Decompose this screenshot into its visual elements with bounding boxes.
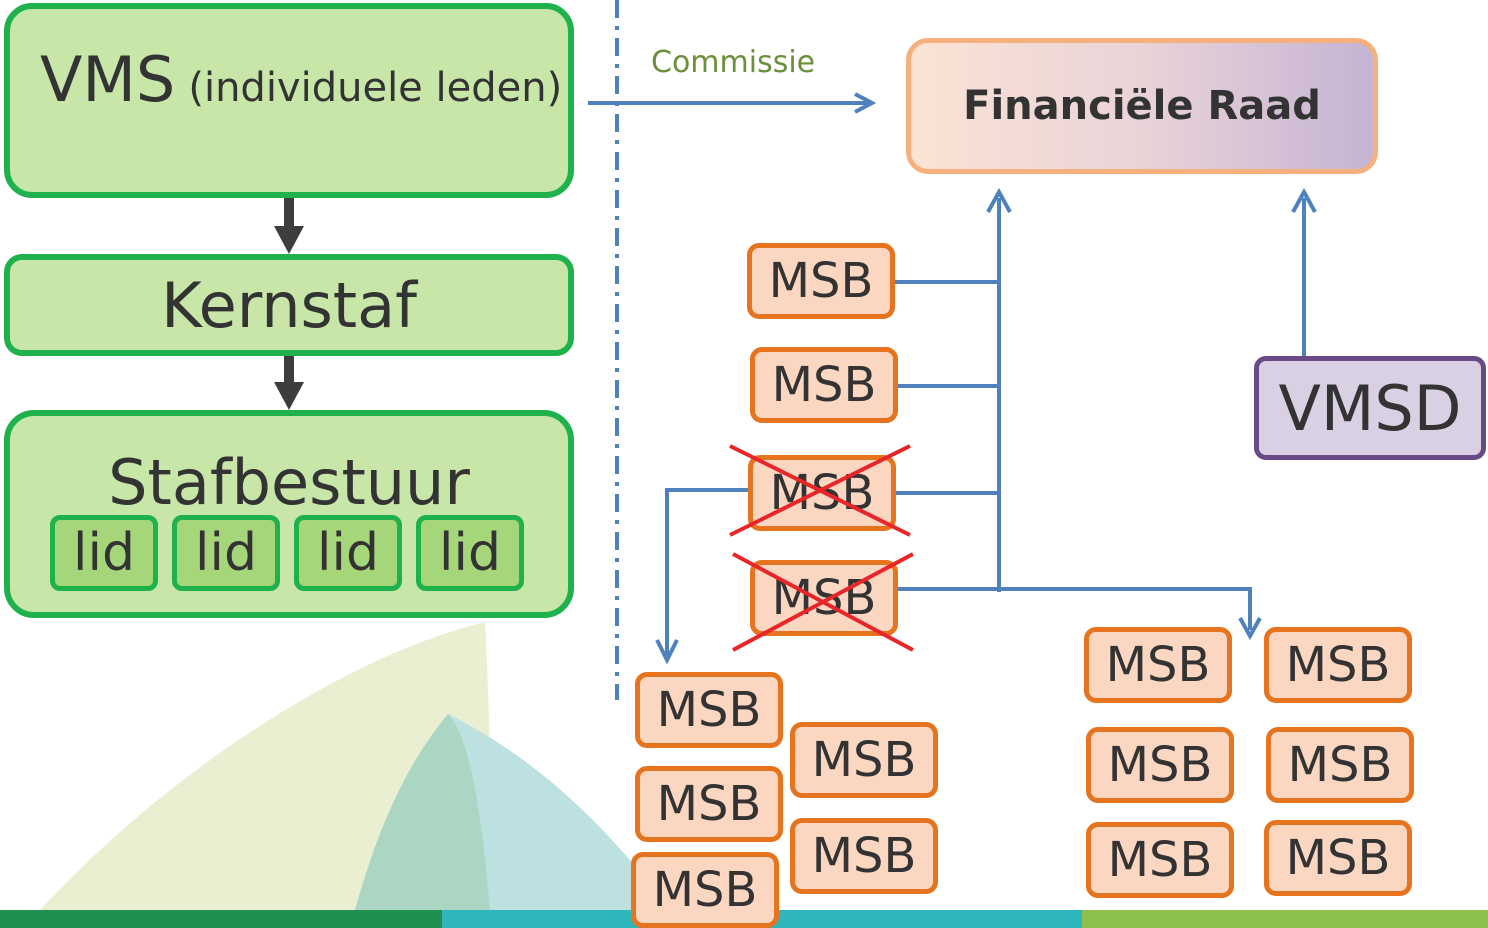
msb-box: MSB	[790, 818, 938, 894]
cross-line	[732, 552, 914, 652]
hierarchy-arrows	[274, 198, 304, 410]
cross-line	[729, 444, 911, 537]
msb-box: MSB	[631, 852, 779, 928]
commissie-label: Commissie	[651, 45, 816, 80]
trunk-arrowhead	[986, 187, 1012, 213]
branch-left	[665, 488, 748, 655]
msb-box: MSB	[1086, 822, 1234, 898]
msb-box: MSB	[635, 672, 783, 748]
kernstaf-box: Kernstaf	[4, 254, 574, 356]
arrow-shaft	[284, 198, 294, 228]
arrow-head	[274, 382, 304, 410]
blue-connectors	[588, 92, 1317, 665]
branch-right-arrowhead	[1238, 617, 1262, 641]
branch-right	[999, 587, 1252, 630]
footer-bar-lime	[1082, 910, 1488, 928]
lid-box: lid	[50, 515, 158, 591]
vmsd-box: VMSD	[1254, 356, 1486, 460]
red-crosses	[729, 444, 914, 652]
branch-left-arrowhead	[655, 639, 679, 665]
lid-box: lid	[416, 515, 524, 591]
msb-box: MSB	[1264, 627, 1412, 703]
msb-box: MSB	[1084, 627, 1232, 703]
vmsd-arrowhead	[1291, 187, 1317, 213]
msb-box: MSB	[747, 243, 895, 319]
arrow-head	[274, 226, 304, 254]
financiele-raad-box: Financiële Raad	[906, 38, 1378, 174]
lid-box: lid	[172, 515, 280, 591]
arrow-shaft	[284, 356, 294, 384]
commissie-arrowhead	[854, 92, 877, 114]
msb-box: MSB	[790, 722, 938, 798]
msb-box: MSB	[1264, 820, 1412, 896]
msb-box: MSB	[635, 766, 783, 842]
msb-box: MSB	[750, 347, 898, 423]
footer-bar-green	[0, 910, 442, 928]
msb-box: MSB	[1086, 727, 1234, 803]
vms-title: VMS	[40, 43, 176, 116]
lid-box: lid	[294, 515, 402, 591]
decor-leaf-overlap	[355, 714, 490, 910]
msb-box: MSB	[1266, 727, 1414, 803]
vms-subtitle: (individuele leden)	[188, 65, 563, 111]
vms-box: VMS (individuele leden)	[4, 3, 574, 198]
stafbestuur-title: Stafbestuur	[108, 446, 470, 519]
